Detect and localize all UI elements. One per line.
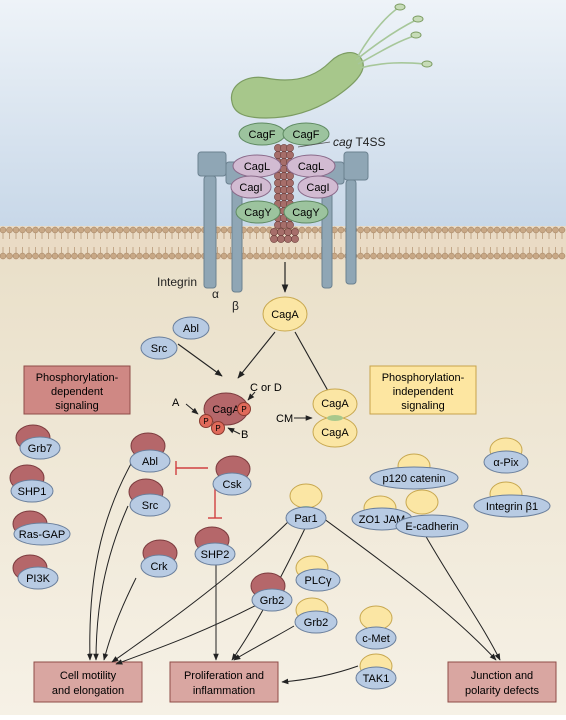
svg-text:and elongation: and elongation [52, 685, 124, 697]
svg-text:CagA: CagA [271, 309, 299, 321]
src-top: Src [140, 336, 178, 360]
phosphorylation-dependent-box: Phosphorylation- dependent signaling [23, 365, 131, 415]
pi3k-complex: PI3K [12, 554, 59, 590]
svg-text:P: P [203, 417, 208, 426]
abl-top: Abl [172, 316, 210, 340]
ras-gap-complex: Ras-GAP [12, 510, 71, 546]
cagi-left-label: CagI [239, 182, 262, 194]
cagl-left-label: CagL [244, 161, 270, 173]
crk-complex: Crk [140, 539, 178, 578]
cagl-right-label: CagL [298, 161, 324, 173]
beta-label: β [232, 299, 239, 313]
caga-dimer: CagA CagA [312, 388, 358, 448]
svg-text:Csk: Csk [223, 479, 242, 491]
cagi-right-label: CagI [306, 182, 329, 194]
e-cadherin-complex: E-cadherin [395, 489, 469, 538]
svg-text:signaling: signaling [401, 400, 444, 412]
phosphorylated-caga: CagA P P P [199, 392, 251, 435]
svg-text:P: P [215, 424, 220, 433]
a-label: A [172, 397, 180, 409]
bacterium [230, 3, 433, 119]
svg-text:Ras-GAP: Ras-GAP [19, 529, 65, 541]
svg-text:Par1: Par1 [294, 513, 317, 525]
svg-text:Integrin β1: Integrin β1 [486, 501, 538, 513]
svg-text:dependent: dependent [51, 386, 103, 398]
svg-text:P: P [241, 405, 246, 414]
src-complex: Src [128, 478, 171, 517]
shp2-complex: SHP2 [194, 526, 236, 566]
svg-text:α-Pix: α-Pix [493, 457, 519, 469]
svg-text:c-Met: c-Met [362, 633, 390, 645]
svg-text:signaling: signaling [55, 400, 98, 412]
grb7-complex: Grb7 [15, 424, 61, 460]
b-label: B [241, 429, 248, 441]
caga-top: CagA [262, 296, 308, 332]
outcome-cell-motility: Cell motility and elongation [33, 661, 143, 703]
svg-text:inflammation: inflammation [193, 685, 255, 697]
c-or-d-label: C or D [250, 382, 282, 394]
svg-text:ZO1 JAM: ZO1 JAM [359, 514, 405, 526]
svg-text:CagA: CagA [321, 427, 349, 439]
svg-text:PI3K: PI3K [26, 573, 51, 585]
shp1-complex: SHP1 [9, 464, 54, 503]
tak1-complex: TAK1 [355, 653, 397, 690]
svg-text:Crk: Crk [150, 561, 168, 573]
svg-text:Abl: Abl [142, 456, 158, 468]
svg-text:CagA: CagA [321, 398, 349, 410]
svg-text:TAK1: TAK1 [363, 673, 390, 685]
svg-text:p120 catenin: p120 catenin [383, 473, 446, 485]
svg-text:SHP1: SHP1 [18, 486, 47, 498]
phosphorylation-independent-box: Phosphorylation- independent signaling [369, 365, 477, 415]
p120-complex: p120 catenin [369, 453, 459, 490]
svg-text:Src: Src [142, 500, 159, 512]
svg-text:Proliferation and: Proliferation and [184, 670, 264, 682]
svg-text:PLCγ: PLCγ [305, 575, 332, 587]
cm-label: CM [276, 413, 293, 425]
svg-text:Abl: Abl [183, 323, 199, 335]
par1-complex: Par1 [285, 483, 327, 530]
svg-text:Phosphorylation-: Phosphorylation- [36, 372, 119, 384]
svg-text:SHP2: SHP2 [201, 549, 230, 561]
svg-text:Cell motility: Cell motility [60, 670, 117, 682]
svg-text:Phosphorylation-: Phosphorylation- [382, 372, 465, 384]
cagf-left-label: CagF [249, 129, 276, 141]
cag-t4ss-label: cag T4SS [333, 135, 386, 149]
cag-proteins: CagF CagF CagL CagL CagI CagI CagY CagY [230, 122, 339, 224]
svg-text:polarity defects: polarity defects [465, 685, 539, 697]
svg-text:Src: Src [151, 343, 168, 355]
csk-complex: Csk [212, 455, 252, 496]
outcome-proliferation: Proliferation and inflammation [169, 661, 279, 703]
svg-text:CagA: CagA [212, 404, 240, 416]
cagy-right-label: CagY [292, 207, 320, 219]
integrin-label: Integrin [157, 275, 197, 289]
grb2-a-complex: Grb2 [250, 572, 293, 612]
outcome-junction: Junction and polarity defects [447, 661, 557, 703]
abl-complex: Abl [129, 432, 171, 473]
cagf-right-label: CagF [293, 129, 320, 141]
flagella [355, 7, 425, 69]
svg-text:Grb2: Grb2 [304, 617, 328, 629]
grb2-b-complex: Grb2 [294, 597, 338, 634]
svg-text:Grb2: Grb2 [260, 595, 284, 607]
alpha-label: α [212, 287, 219, 301]
svg-text:Junction and: Junction and [471, 670, 533, 682]
cagy-left-label: CagY [244, 207, 272, 219]
integrin-b1-complex: Integrin β1 [473, 481, 551, 518]
plcg-complex: PLCγ [295, 555, 341, 592]
svg-text:Grb7: Grb7 [28, 443, 52, 455]
alpha-pix-complex: α-Pix [483, 437, 529, 474]
svg-text:independent: independent [393, 386, 454, 398]
svg-text:E-cadherin: E-cadherin [405, 521, 458, 533]
inhibition-markers [175, 461, 222, 519]
cmet-complex: c-Met [355, 605, 397, 650]
